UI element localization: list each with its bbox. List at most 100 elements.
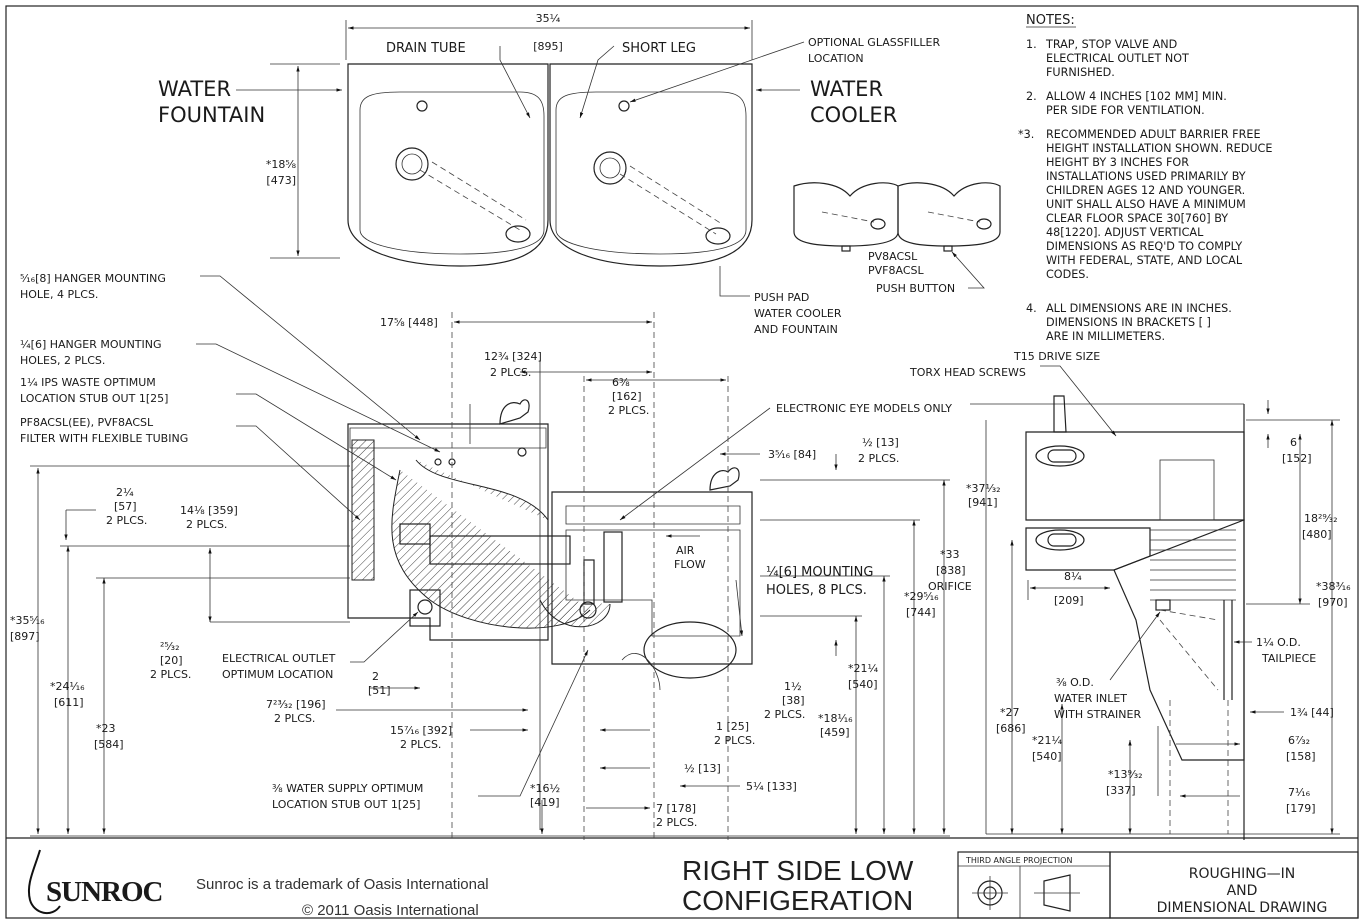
callout-tailpiece-2: TAILPIECE — [1261, 652, 1316, 665]
dim-text: 8¼ — [1064, 570, 1082, 583]
dim-text: 2 PLCS. — [150, 668, 191, 681]
dim-text: ½ [13] — [862, 436, 899, 449]
cooler-drain-icon — [593, 151, 627, 185]
dim-text: [540] — [848, 678, 878, 691]
callout-electrical-outlet: ELECTRICAL OUTLET — [222, 652, 336, 665]
dim-text: 2 PLCS. — [714, 734, 755, 747]
dim-text: *24¹⁄₁₆ — [50, 680, 85, 693]
label-push-pad-3: AND FOUNTAIN — [754, 323, 838, 336]
brand-logo: SUNROC — [46, 876, 163, 908]
dim-text: *37¹⁄₃₂ — [966, 482, 1001, 495]
configuration-title-line-2: CONFIGERATION — [682, 885, 914, 916]
label-glassfiller-2: LOCATION — [808, 52, 864, 65]
dim-text: 18²⁹⁄₃₂ — [1304, 512, 1337, 525]
dim-text: *38³⁄₁₆ — [1316, 580, 1351, 593]
left-bubbler-icon — [499, 399, 530, 425]
side-view: T15 DRIVE SIZE TORX HEAD SCREWS ⅜ O.D. W… — [909, 350, 1351, 840]
drawing-type-box — [1109, 851, 1359, 919]
label-water-cooler-1: WATER — [810, 77, 883, 101]
dim-text: 2 PLCS. — [608, 404, 649, 417]
callout-torx-1: T15 DRIVE SIZE — [1013, 350, 1100, 363]
copyright-text: © 2011 Oasis International — [302, 902, 479, 919]
strainer-icon — [1155, 599, 1171, 611]
callout-inlet-1: ⅜ O.D. — [1056, 676, 1094, 689]
dim-text: 7²³⁄₃₂ [196] — [266, 698, 326, 711]
note-4-line: ALL DIMENSIONS ARE IN INCHES. — [1046, 302, 1232, 315]
dim-text: *29⁵⁄₁₆ — [904, 590, 939, 603]
solenoid-valve — [603, 531, 623, 603]
label-model-pvf8acsl: PVF8ACSL — [868, 264, 924, 277]
dim-text: 6 — [1290, 436, 1297, 449]
dim-text: 7¹⁄₁₆ — [1288, 786, 1311, 799]
dim-text: [152] — [1282, 452, 1312, 465]
cooler-bubbler-icon — [705, 227, 731, 245]
dim-text: [584] — [94, 738, 124, 751]
label-water-fountain-2: FOUNTAIN — [158, 103, 265, 127]
note-1-line: ELECTRICAL OUTLET NOT — [1046, 52, 1189, 65]
right-bubbler-icon — [709, 467, 740, 491]
fountain-bubbler-icon — [505, 225, 531, 243]
note-3-line: CHILDREN AGES 12 AND YOUNGER. — [1046, 184, 1245, 197]
dim-text: 1¾ [44] — [1290, 706, 1334, 719]
front-view: AIR FLOW — [10, 272, 1001, 840]
dim-text: *21¼ — [1032, 734, 1062, 747]
cooler-basin — [549, 63, 753, 267]
dim-text: [38] — [782, 694, 805, 707]
drawing-type: ROUGHING—IN AND DIMENSIONAL DRAWING — [1136, 866, 1348, 917]
callout-mounting-holes-b: HOLES, 8 PLCS. — [766, 583, 867, 598]
pv8-small-basin-right — [897, 182, 1001, 247]
drawing-type-line-3: DIMENSIONAL DRAWING — [1156, 900, 1328, 916]
configuration-title-line-1: RIGHT SIDE LOW — [682, 855, 914, 886]
side-upper-housing — [1025, 431, 1245, 521]
note-1-line: TRAP, STOP VALVE AND — [1045, 38, 1177, 51]
dim-text: 15⁷⁄₁₆ [392] — [390, 724, 452, 737]
note-3-line: CODES. — [1046, 268, 1089, 281]
fountain-basin — [347, 63, 549, 267]
dim-text: [611] — [54, 696, 84, 709]
dim-text: *33 — [940, 548, 960, 561]
projection-label: THIRD ANGLE PROJECTION — [966, 856, 1073, 865]
dim-text: *35⁵⁄₁₆ — [10, 614, 45, 627]
dim-text: ½ [13] — [684, 762, 721, 775]
note-3-line: CLEAR FLOOR SPACE 30[760] BY — [1046, 212, 1228, 225]
note-1-line: FURNISHED. — [1046, 66, 1115, 79]
dim-text: 5¼ [133] — [746, 780, 797, 793]
drawing-type-line-2: AND — [1226, 883, 1258, 899]
dim-text: [459] — [820, 726, 850, 739]
dim-text: [51] — [368, 684, 391, 697]
note-4-line: ARE IN MILLIMETERS. — [1046, 330, 1165, 343]
dim-text: 2 PLCS. — [490, 366, 531, 379]
dim-text: 6⅜ — [612, 376, 630, 389]
label-push-pad-2: WATER COOLER — [754, 307, 842, 320]
notes-heading: NOTES: — [1026, 13, 1075, 28]
callout-tailpiece-1: 1¼ O.D. — [1256, 636, 1301, 649]
notes: NOTES: 1. TRAP, STOP VALVE AND ELECTRICA… — [1018, 13, 1272, 343]
dim-text: 3⁵⁄₁₆ [84] — [768, 448, 816, 461]
callout-water-supply: ⅜ WATER SUPPLY OPTIMUM — [272, 782, 423, 795]
label-water-cooler-2: COOLER — [810, 103, 897, 127]
dim-text: [744] — [906, 606, 936, 619]
dim-text: 6⁷⁄₃₂ — [1288, 734, 1310, 747]
note-2-num: 2. — [1026, 90, 1037, 103]
dim-text: 2 PLCS. — [764, 708, 805, 721]
top-view: 35¼ [895] *18⅝ [473] WATER FOUNTAIN WATE… — [158, 12, 1001, 336]
label-flow: FLOW — [674, 558, 706, 571]
configuration-title: RIGHT SIDE LOW CONFIGERATION — [682, 856, 913, 916]
waste-pipe — [429, 535, 571, 565]
label-glassfiller-1: OPTIONAL GLASSFILLER — [808, 36, 940, 49]
label-push-button: PUSH BUTTON — [876, 282, 955, 295]
label-air: AIR — [676, 544, 695, 557]
dim-text: [209] — [1054, 594, 1084, 607]
callout-electronic-eye: ELECTRONIC EYE MODELS ONLY — [776, 402, 952, 415]
callout-torx-2: TORX HEAD SCREWS — [909, 366, 1026, 379]
dim-text: [480] — [1302, 528, 1332, 541]
callout-inlet-2: WATER INLET — [1054, 692, 1127, 705]
dim-text: *21¼ — [848, 662, 878, 675]
dim-text: 17⅝ [448] — [380, 316, 438, 329]
dim-text: ²⁵⁄₃₂ — [160, 640, 179, 653]
dim-text: *13⁹⁄₃₂ — [1108, 768, 1143, 781]
dim-text: 2 PLCS. — [858, 452, 899, 465]
top-height-mm: [473] — [266, 174, 296, 187]
dim-text: 2¼ — [116, 486, 134, 499]
note-4-line: DIMENSIONS IN BRACKETS [ ] — [1046, 316, 1211, 329]
